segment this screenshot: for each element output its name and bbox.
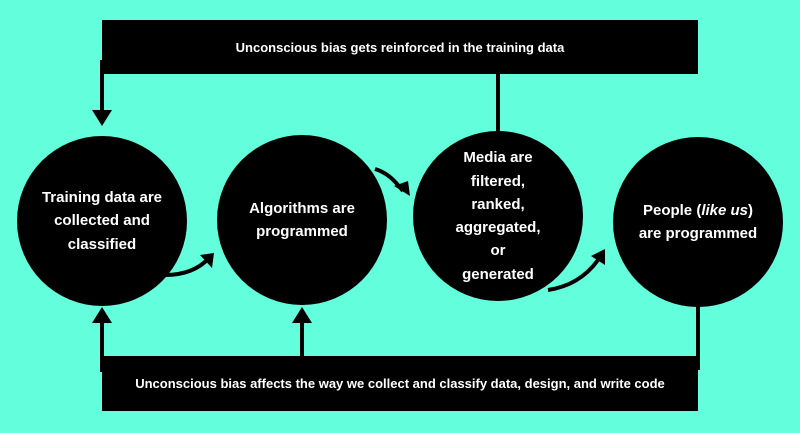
training-data-node-text: Training data are collected and classifi… (42, 186, 162, 256)
training-data-node: Training data are collected and classifi… (17, 136, 187, 306)
bottom-arrow-to-node2-head (292, 307, 312, 323)
bottom-arrow-to-node1-head (92, 307, 112, 323)
media-node: Media are filtered, ranked, aggregated, … (413, 131, 583, 301)
node2-line2: programmed (256, 223, 348, 240)
node3-line4: generated (462, 265, 534, 283)
node3-line1: Media are (463, 149, 533, 167)
node1-line1: Training data are (41, 189, 163, 207)
node4-suffix: ) (748, 201, 754, 219)
node3-line2: filtered, ranked, (470, 172, 526, 213)
algorithms-node-text: Algorithms are programmed (249, 197, 355, 244)
arrow-node2-to-node3-head (394, 181, 410, 196)
node4-italic: like us (701, 201, 749, 219)
media-node-text: Media are filtered, ranked, aggregated, … (451, 146, 545, 286)
people-node-text: People (like us) are programmed (639, 199, 757, 246)
node4-prefix: People ( (642, 201, 702, 219)
node4-line1: People (like us) (639, 199, 757, 222)
algorithms-node: Algorithms are programmed (217, 135, 387, 305)
people-node: People (like us) are programmed (613, 137, 783, 307)
node2-line1: Algorithms are (249, 199, 355, 217)
top-feedback-arrowhead (92, 110, 112, 126)
arrow-node1-to-node2-head (200, 253, 214, 268)
top-feedback-banner: Unconscious bias gets reinforced in the … (102, 20, 698, 74)
node3-line3: aggregated, or (455, 219, 541, 260)
top-banner-text: Unconscious bias gets reinforced in the … (235, 39, 565, 55)
node4-line2: are programmed (638, 225, 758, 242)
arrow-node3-to-node4-head (591, 249, 605, 265)
node1-line3: classified (67, 235, 137, 253)
bottom-feedback-banner: Unconscious bias affects the way we coll… (102, 356, 698, 411)
node1-line2: collected and (54, 212, 150, 230)
bottom-banner-text: Unconscious bias affects the way we coll… (135, 376, 665, 391)
